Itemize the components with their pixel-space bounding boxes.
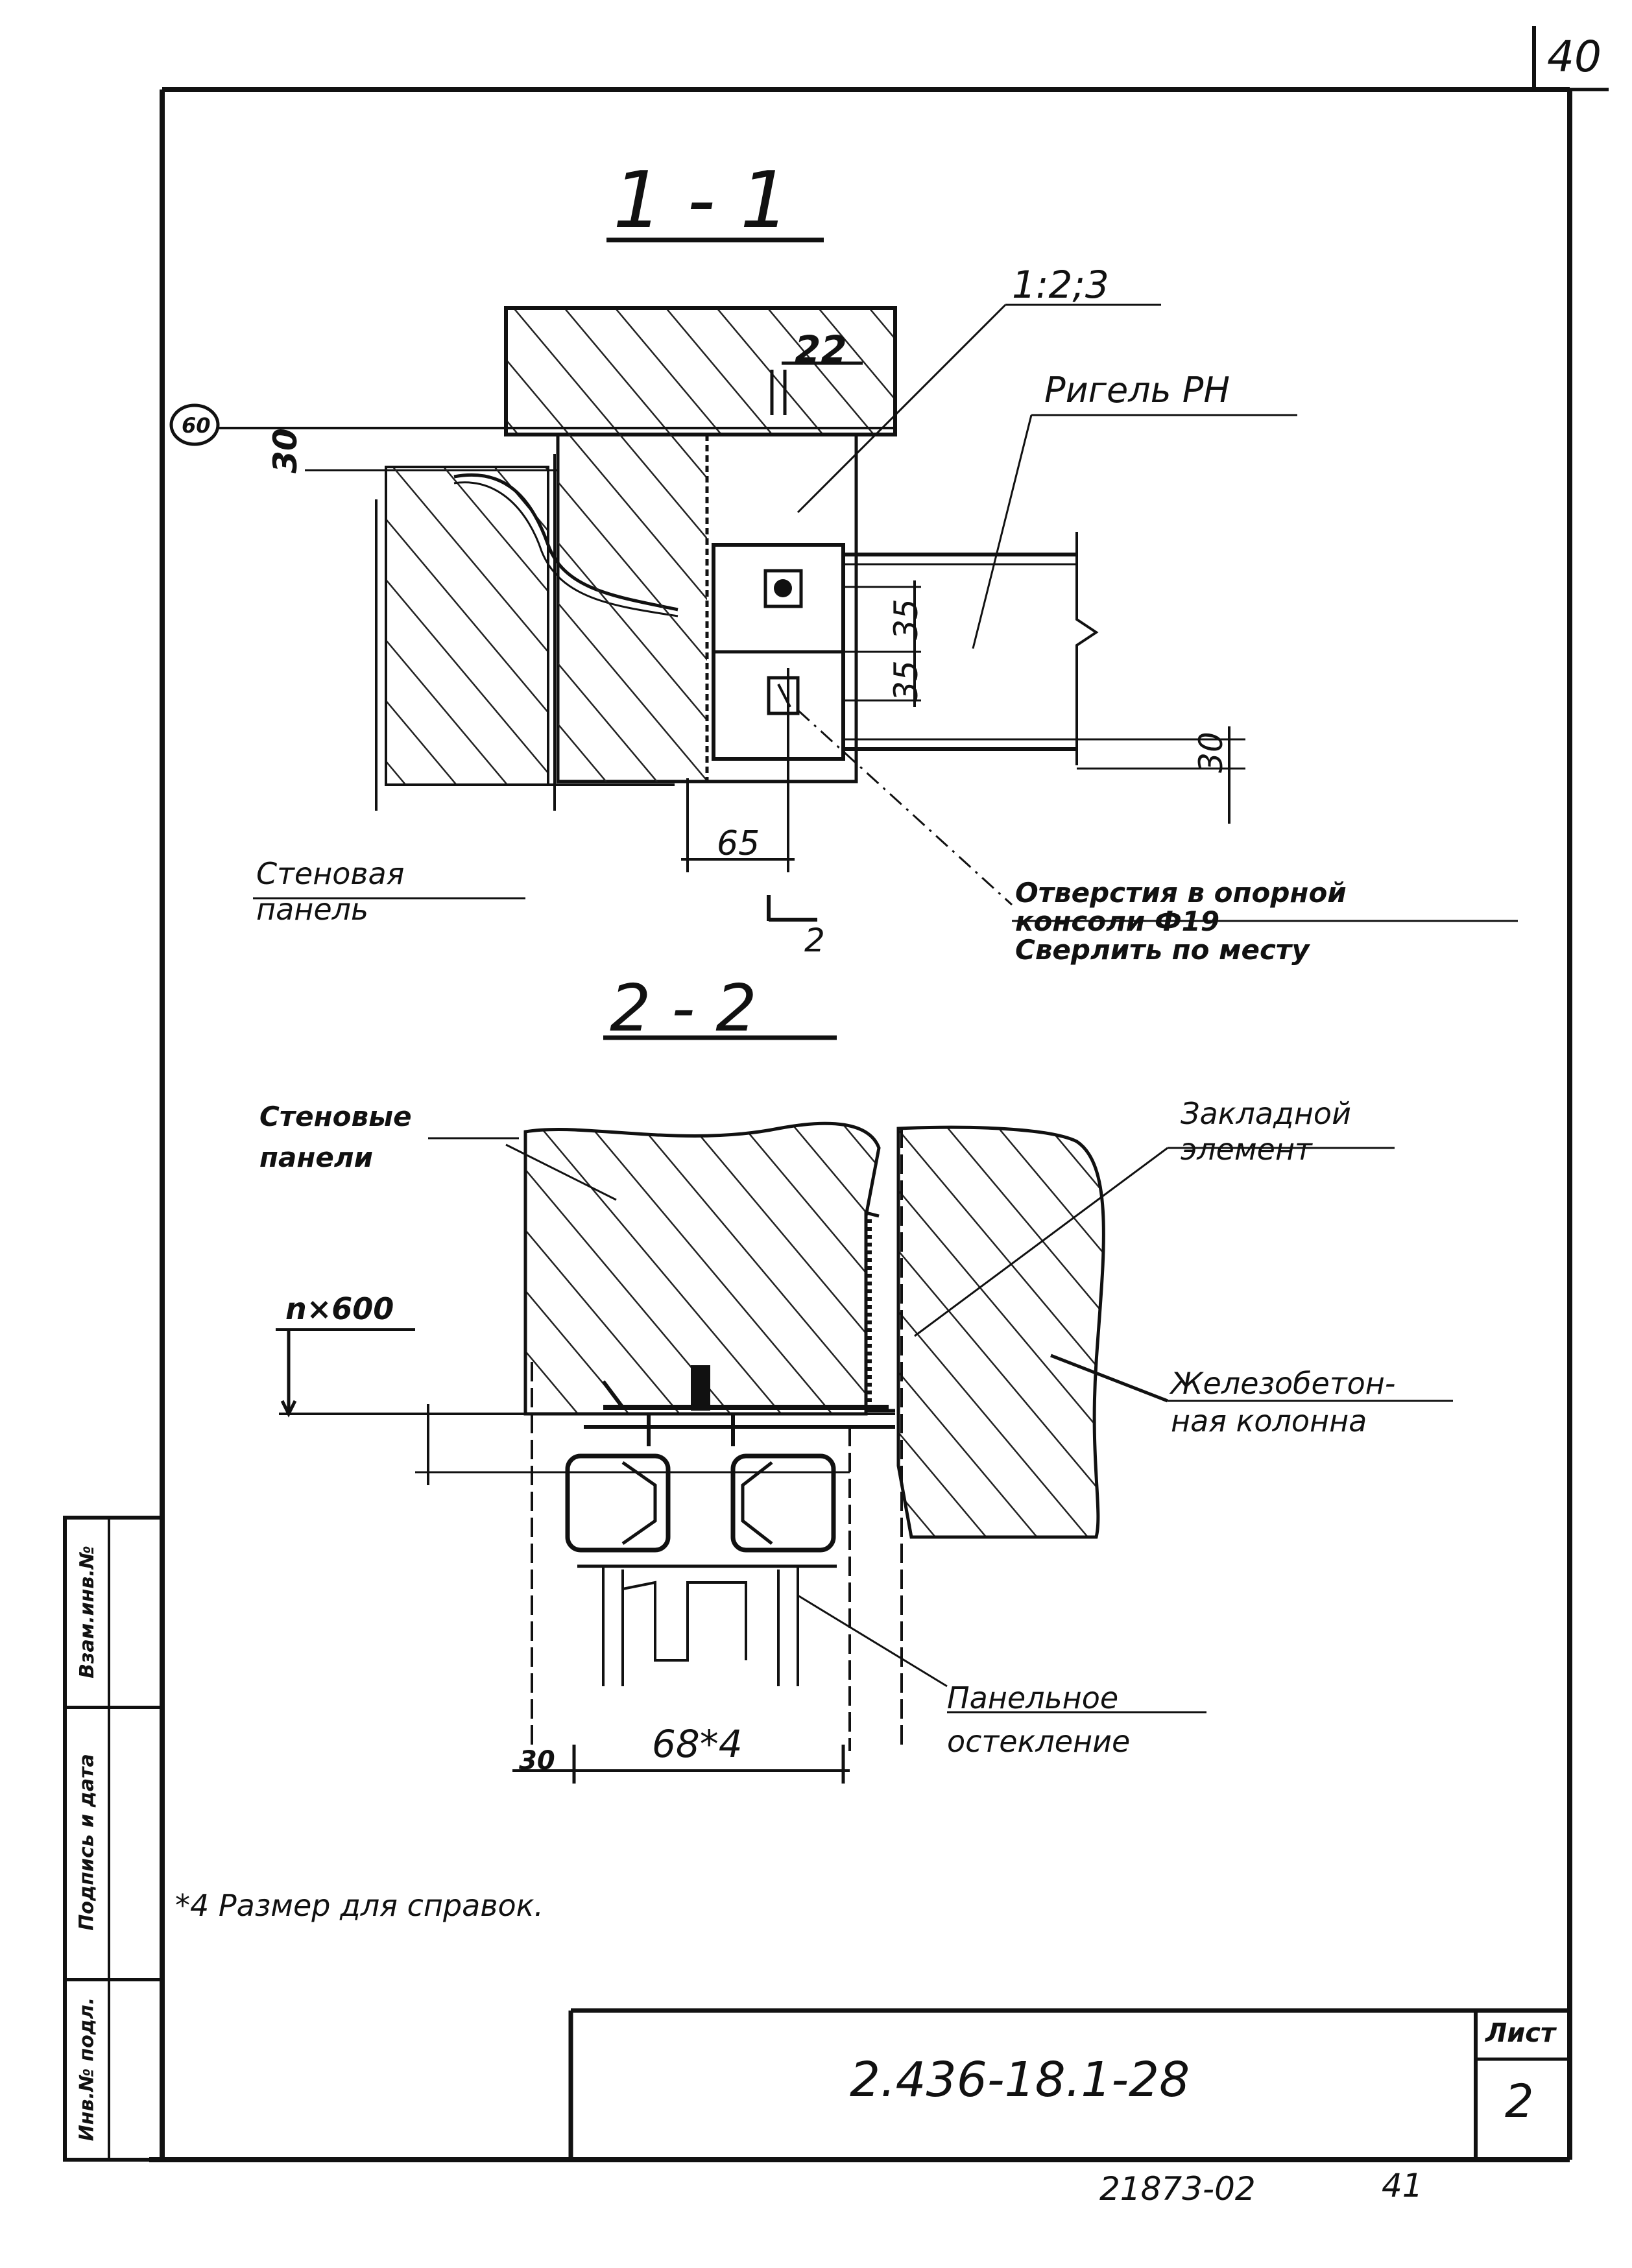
wall-panels-label: Стеновые панели (259, 1096, 415, 1178)
footnote: *4 Размер для справок. (175, 1888, 544, 1923)
section-2-2 (276, 1035, 1453, 1784)
dim-35-b: 35 (887, 660, 925, 702)
rc-column-label: Железобетон- ная колонна (1171, 1365, 1395, 1440)
holes-note-line1: Отверстия в опорной (1015, 877, 1347, 909)
holes-note-line3: Сверлить по месту (1015, 934, 1310, 966)
dim-22: 22 (795, 328, 847, 372)
stamp-replace-inv-text: Взам.инв.№ (75, 1545, 99, 1678)
stamp-sign-date: Подпись и дата (65, 1706, 109, 1978)
callout-123-label: 1:2;3 (1012, 263, 1109, 307)
page-number: 41 (1382, 2167, 1423, 2204)
embedded-element-line2: элемент (1181, 1132, 1312, 1167)
embedded-element-line1: Закладной (1181, 1096, 1351, 1131)
embedded-element-label: Закладной элемент (1181, 1096, 1351, 1167)
title-block-frame (568, 2008, 1570, 2160)
wall-panel-label: Стеновая панель (256, 856, 425, 927)
stamp-divider-1 (65, 1706, 162, 1709)
section-1-1 (169, 237, 1518, 922)
rigel-label: Ригель РН (1044, 370, 1230, 411)
rc-column-line2: ная колонна (1171, 1403, 1367, 1438)
panel-glazing-line2: остекление (947, 1723, 1131, 1759)
inventory-number: 21873-02 (1099, 2170, 1256, 2208)
panel-glazing-label: Панельное остекление (947, 1677, 1130, 1763)
sheet-label: Лист (1485, 2018, 1556, 2048)
panel-glazing-line1: Панельное (947, 1680, 1119, 1715)
stamp-inv-orig-text: Инв.№ подл. (75, 1997, 99, 2141)
wall-panel-text: Стеновая панель (256, 856, 405, 927)
sheet-number: 2 (1505, 2075, 1534, 2128)
stamp-inv-orig: Инв.№ подл. (65, 1978, 109, 2160)
level-label: n×600 (285, 1291, 394, 1326)
holes-note: Отверстия в опорной консоли Ф19 Сверлить… (1015, 877, 1347, 966)
dim-30-top: 30 (266, 428, 304, 473)
wall-panels-text: Стеновые панели (259, 1101, 412, 1173)
section-2-2-title: 2 - 2 (610, 970, 757, 1046)
stamp-divider-2 (65, 1978, 162, 1981)
dim-35-a: 35 (887, 599, 925, 640)
sheet-number-corner: 40 (1547, 32, 1602, 82)
dim-30-bottom: 30 (519, 1746, 555, 1776)
section-1-1-title: 1 - 1 (613, 156, 790, 246)
holes-note-line2: консоли Ф19 (1015, 905, 1220, 938)
dim-65: 65 (717, 824, 760, 863)
stamp-sign-date-text: Подпись и дата (75, 1753, 99, 1931)
section-mark-2: 2 (804, 922, 825, 959)
dim-30-right: 30 (1192, 732, 1230, 773)
document-code: 2.436-18.1-28 (850, 2052, 1190, 2108)
stamp-frame (63, 1516, 164, 2162)
dim-68: 68*4 (652, 1722, 743, 1766)
callout-marker-60: 60 (182, 413, 211, 438)
stamp-replace-inv: Взам.инв.№ (65, 1518, 109, 1706)
rc-column-line1: Железобетон- (1171, 1366, 1396, 1401)
